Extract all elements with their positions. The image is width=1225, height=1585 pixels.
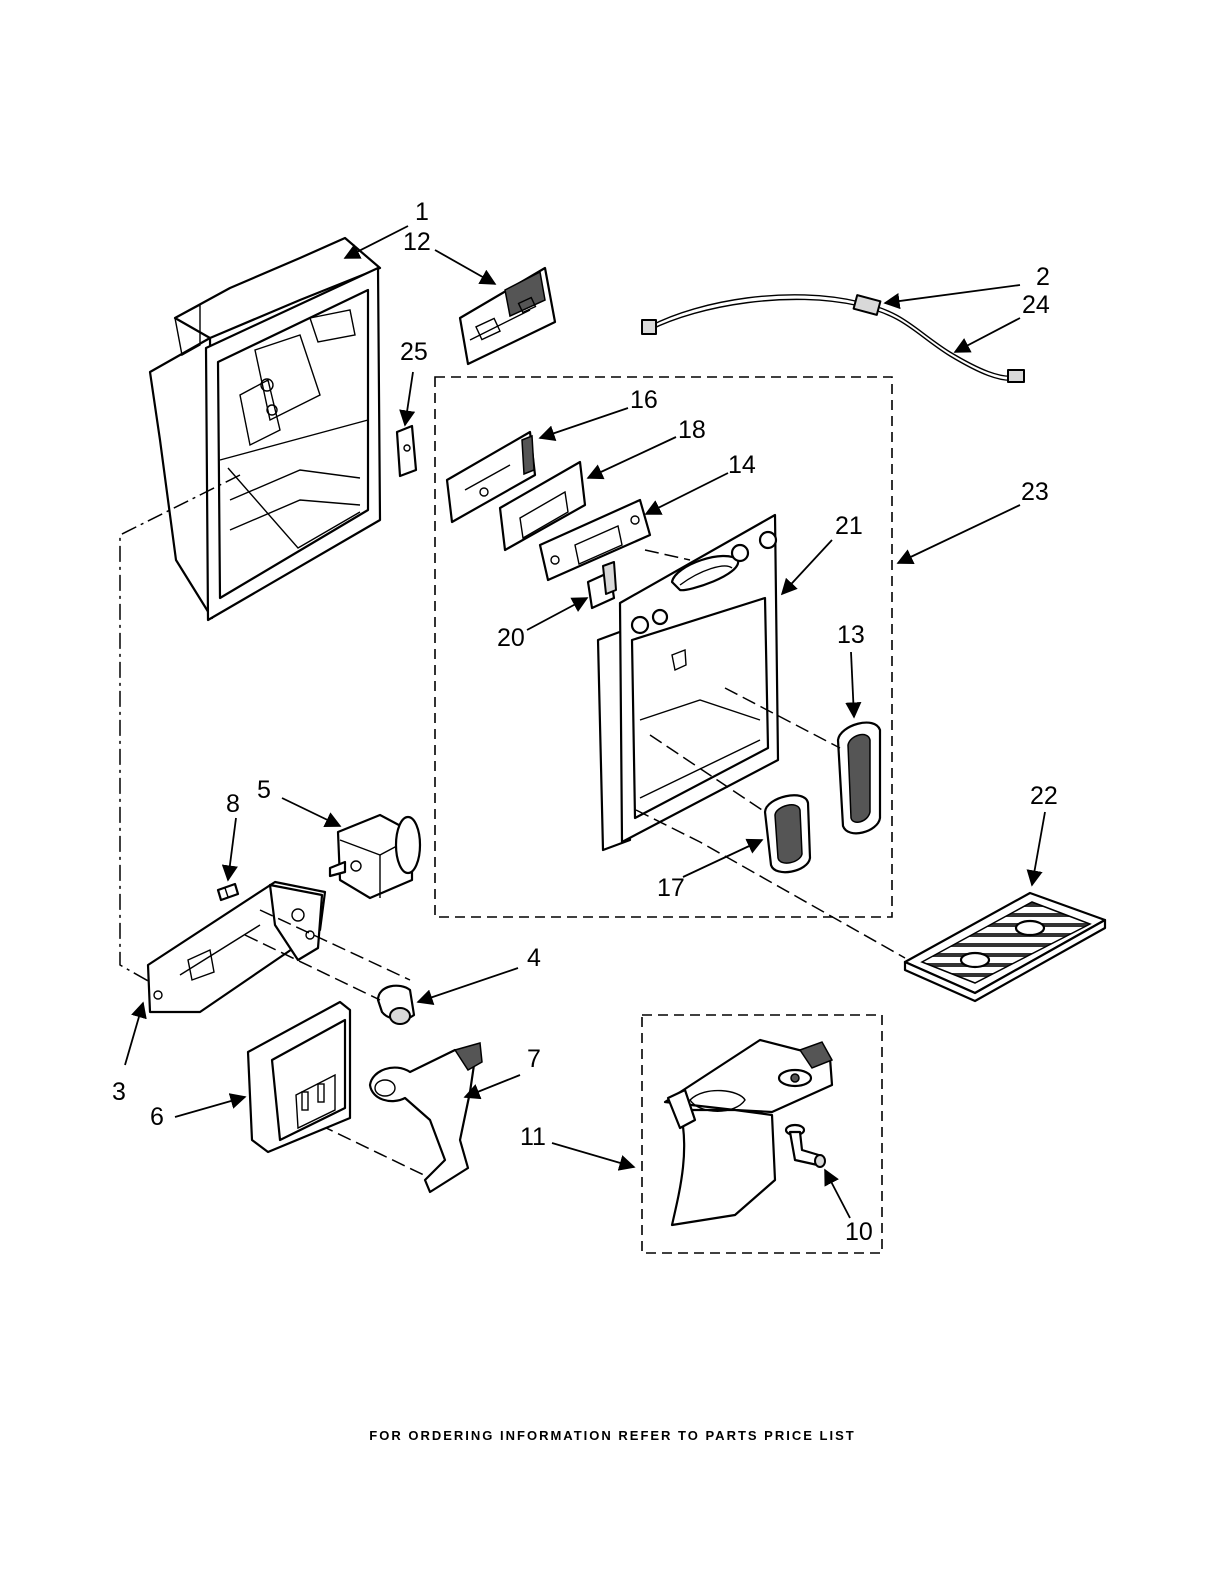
callout-1: 1 bbox=[415, 198, 429, 226]
leader-12 bbox=[435, 250, 495, 284]
leader-11 bbox=[552, 1143, 634, 1167]
part-12-control-board bbox=[460, 268, 555, 364]
part-13-paddle bbox=[838, 723, 880, 834]
leader-8 bbox=[228, 818, 236, 880]
leader-24 bbox=[955, 318, 1020, 352]
part-4-cam bbox=[378, 986, 414, 1024]
callout-20: 20 bbox=[497, 624, 525, 652]
callout-4: 4 bbox=[527, 944, 541, 972]
callout-2: 2 bbox=[1036, 263, 1050, 291]
ordering-info-note: FOR ORDERING INFORMATION REFER TO PARTS … bbox=[0, 1428, 1225, 1443]
leader-18 bbox=[588, 437, 676, 478]
part-2-24-wire-harness bbox=[642, 295, 1024, 382]
callout-16: 16 bbox=[630, 386, 658, 414]
part-7-lever bbox=[370, 1043, 482, 1192]
part-8-screw bbox=[218, 884, 238, 900]
callout-11: 11 bbox=[520, 1123, 546, 1151]
leader-23 bbox=[898, 505, 1020, 563]
leader-4 bbox=[418, 968, 518, 1002]
callout-14: 14 bbox=[728, 451, 756, 479]
part-25-bracket bbox=[397, 426, 416, 476]
leader-5 bbox=[282, 798, 340, 826]
callout-10: 10 bbox=[845, 1218, 873, 1246]
leader-6 bbox=[175, 1097, 245, 1117]
callout-12: 12 bbox=[403, 228, 431, 256]
part-6-door bbox=[248, 1002, 350, 1152]
callout-3: 3 bbox=[112, 1078, 126, 1106]
callout-22: 22 bbox=[1030, 782, 1058, 810]
leader-17 bbox=[683, 840, 762, 877]
leader-16 bbox=[540, 408, 628, 438]
leader-14 bbox=[646, 473, 728, 514]
part-3-bracket bbox=[148, 882, 325, 1012]
alignment-line-6 bbox=[320, 1125, 430, 1178]
callout-8: 8 bbox=[226, 790, 240, 818]
leader-20 bbox=[527, 598, 587, 630]
callout-13: 13 bbox=[837, 621, 865, 649]
leader-1 bbox=[345, 226, 408, 258]
leader-3 bbox=[125, 1003, 143, 1065]
leader-2 bbox=[885, 285, 1020, 303]
callout-7: 7 bbox=[527, 1045, 541, 1073]
callout-18: 18 bbox=[678, 416, 706, 444]
part-1-housing bbox=[150, 238, 380, 620]
callout-6: 6 bbox=[150, 1103, 164, 1131]
callout-17: 17 bbox=[657, 874, 685, 902]
part-21-dispenser-panel bbox=[598, 515, 778, 850]
leader-10 bbox=[825, 1170, 850, 1218]
leader-7 bbox=[465, 1075, 520, 1097]
callout-5: 5 bbox=[257, 776, 271, 804]
leader-22 bbox=[1032, 812, 1045, 885]
part-11-ice-chute bbox=[665, 1040, 832, 1225]
callout-25: 25 bbox=[400, 338, 428, 366]
callout-23: 23 bbox=[1021, 478, 1049, 506]
part-17-paddle bbox=[765, 795, 810, 872]
leader-25 bbox=[405, 372, 413, 425]
part-22-drip-tray bbox=[905, 893, 1105, 1001]
alignment-line-14 bbox=[645, 550, 690, 560]
callout-24: 24 bbox=[1022, 291, 1050, 319]
part-20-switch bbox=[588, 562, 616, 608]
callout-21: 21 bbox=[835, 512, 863, 540]
part-5-motor bbox=[330, 815, 420, 898]
leader-21 bbox=[782, 540, 832, 594]
part-10-elbow bbox=[786, 1125, 825, 1167]
leader-13 bbox=[851, 652, 854, 717]
